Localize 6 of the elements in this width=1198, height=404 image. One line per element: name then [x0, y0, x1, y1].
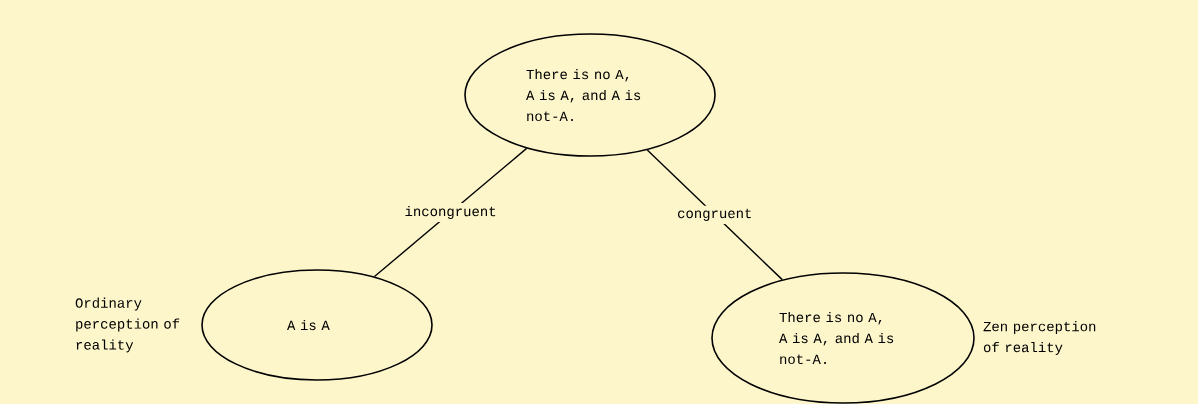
connector-line: [646, 149, 783, 281]
side-caption: Ordinary perception of reality: [75, 297, 180, 353]
side-caption: Zen perception of reality: [983, 321, 1096, 355]
ellipse-node: There is no A, A is A, and A is not-A.: [464, 33, 716, 157]
ellipse-node: There is no A, A is A, and A is not-A.: [711, 272, 975, 404]
ellipse-node: A is A: [201, 269, 433, 381]
